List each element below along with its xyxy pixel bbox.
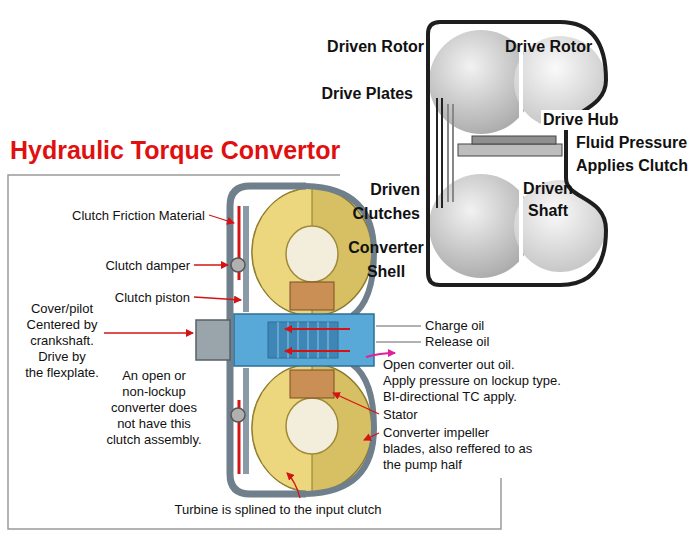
note: Open converter out oil. Apply pressure o… [383, 357, 561, 405]
text-line: clutch assembly. [106, 432, 201, 448]
text-line: converter does [106, 400, 201, 416]
out-oil-arrow [366, 353, 395, 357]
text-line: Shaft [523, 200, 573, 222]
text-line: crankshaft. [25, 333, 99, 349]
leader-line [364, 433, 379, 440]
leader-line [194, 297, 241, 300]
text-line: Stator [383, 407, 418, 423]
part-label: Fluid Pressure Applies Clutch [576, 131, 688, 177]
clutch-piston [243, 206, 249, 312]
note: An open or non-lockup converter does not… [106, 368, 201, 448]
leader-line [376, 341, 421, 342]
part-label: Driven Shaft [523, 178, 573, 222]
text-line: not have this [106, 416, 201, 432]
part-label: Drive Rotor [505, 37, 592, 57]
text-line: Turbine is splined to the input clutch [175, 502, 382, 518]
part-label: Drive Hub [541, 110, 621, 130]
oil-arrow [285, 350, 350, 352]
leader-line [376, 325, 421, 326]
text-line: the flexplate. [25, 365, 99, 381]
text-line: Applies Clutch [576, 154, 688, 177]
leader-line [194, 264, 228, 265]
text-line: Driven [523, 178, 573, 200]
note: Cover/pilot Centered by crankshaft. Driv… [25, 301, 99, 381]
title: Hydraulic Torque Convertor [10, 136, 340, 165]
text-line: Clutches [352, 202, 420, 226]
driven-clutch [452, 104, 454, 202]
drive-hub [472, 136, 556, 144]
impeller-shell [306, 364, 374, 494]
text-line: Converter [348, 236, 424, 260]
oil-arrow [285, 328, 350, 330]
hub-shaft [234, 314, 374, 366]
text-line: Converter impeller [383, 425, 532, 441]
clutch-damper [231, 408, 245, 422]
callout-label: Release oil [425, 334, 489, 350]
text-line: Clutch damper [105, 258, 190, 274]
text-line: Shell [348, 260, 424, 284]
callout-label: Turbine is splined to the input clutch [175, 502, 382, 518]
text-line: Drive Rotor [505, 37, 592, 57]
text-line: Drive by [25, 349, 99, 365]
rotor-gap [519, 174, 523, 284]
clutch-damper [231, 258, 245, 272]
splines [268, 322, 338, 358]
text-line: Open converter out oil. [383, 357, 561, 373]
driven-clutch [447, 104, 449, 202]
part-label: Converter Shell [348, 236, 424, 284]
text-line: non-lockup [106, 384, 201, 400]
callout-label: Stator [383, 407, 418, 423]
text-line: Driven [352, 178, 420, 202]
callout-label: Clutch Friction Material [72, 208, 205, 224]
part-label: Drive Plates [321, 84, 413, 104]
text-line: Driven Rotor [327, 37, 424, 57]
text-line: Release oil [425, 334, 489, 350]
text-line: Drive Plates [321, 84, 413, 104]
text-line: Charge oil [425, 318, 484, 334]
note: Converter impeller blades, also reffered… [383, 425, 532, 473]
text-line: Hydraulic Torque Convertor [10, 136, 340, 165]
stator [290, 370, 334, 398]
leader-line [333, 393, 379, 414]
panel-frame [8, 175, 501, 529]
leader-line [104, 332, 193, 334]
shell-fill [428, 22, 606, 285]
callout-label: Charge oil [425, 318, 484, 334]
text-line: An open or [106, 368, 201, 384]
text-line: blades, also reffered to as [383, 441, 532, 457]
text-line: Centered by [25, 317, 99, 333]
stator [290, 282, 334, 310]
part-label: Driven Clutches [352, 178, 420, 226]
drive-plate [441, 98, 443, 208]
clutch-piston [243, 368, 249, 474]
pilot [196, 320, 230, 360]
text-line: Drive Hub [543, 110, 619, 130]
spline-teeth [278, 322, 328, 358]
converter-shell [428, 22, 606, 285]
driven-shaft [458, 144, 562, 156]
callout-label: Clutch piston [115, 290, 190, 306]
leader-line [287, 473, 300, 498]
drive-plate [436, 98, 438, 208]
callout-label: Clutch damper [105, 258, 190, 274]
text-line: Cover/pilot [25, 301, 99, 317]
part-label: Driven Rotor [327, 37, 424, 57]
text-line: Clutch piston [115, 290, 190, 306]
text-line: Apply pressure on lockup type. [383, 373, 561, 389]
torus-core [286, 398, 338, 454]
torus-core [286, 226, 338, 282]
text-line: Fluid Pressure [576, 131, 688, 154]
impeller [252, 364, 372, 492]
text-line: Clutch Friction Material [72, 208, 205, 224]
text-line: BI-directional TC apply. [383, 389, 561, 405]
text-line: the pump half [383, 457, 532, 473]
rotors [429, 24, 606, 284]
leader-line [209, 215, 234, 223]
